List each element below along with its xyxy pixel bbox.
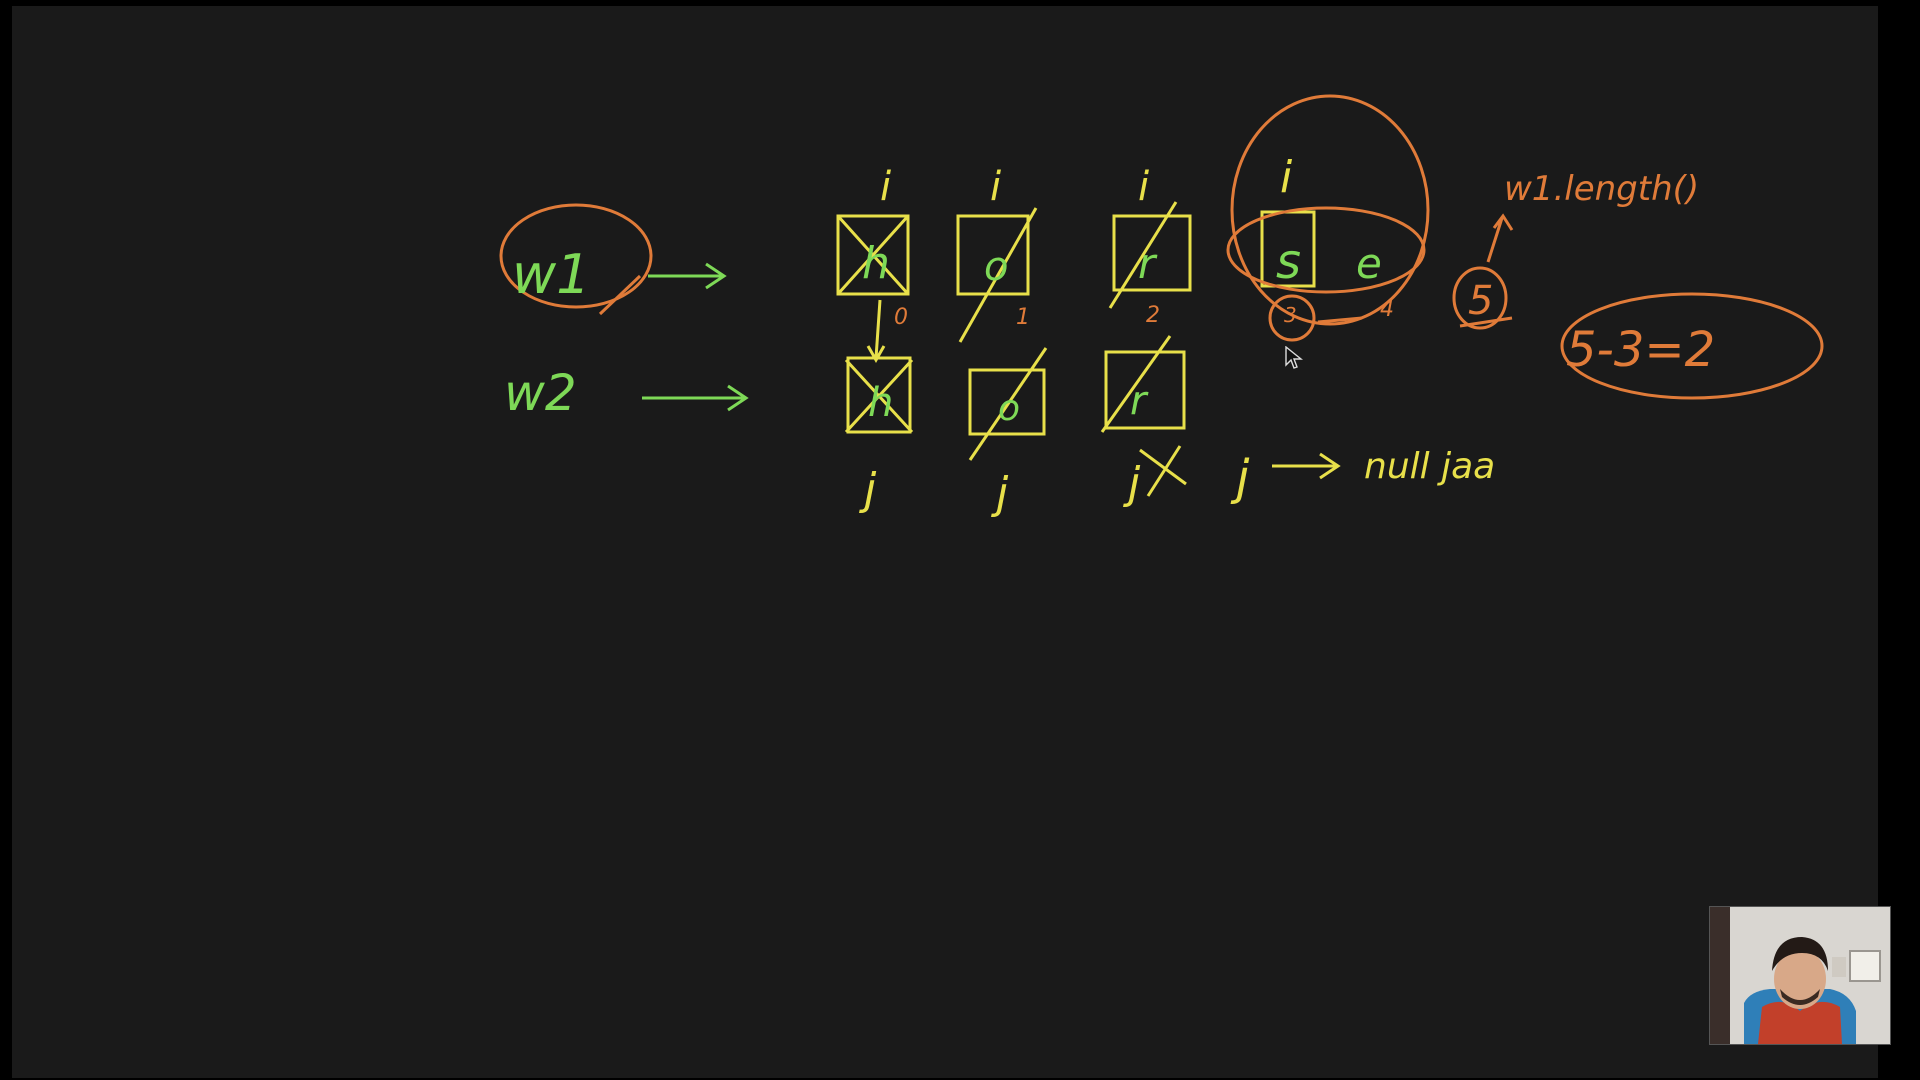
w1-letter-0: h [862, 238, 890, 289]
w2-arrow [642, 384, 749, 412]
w1-box-1 [956, 214, 1030, 296]
w1-circle-tail [598, 274, 642, 316]
j-pointer-3: j [1230, 450, 1250, 506]
w2-letter-1: o [998, 388, 1020, 429]
length-circle [1452, 266, 1508, 330]
length-value: 5 [1468, 278, 1493, 324]
presenter-video [1710, 907, 1890, 1044]
w1-letter-3: s [1276, 234, 1301, 290]
remaining-circle [1230, 94, 1430, 326]
w2-box-1 [968, 368, 1046, 436]
j-pointer-1: j [991, 468, 1009, 519]
w2-label: w2 [504, 364, 577, 422]
w1-label: w1 [512, 243, 591, 306]
i-pointer-2: i [1138, 164, 1149, 210]
w1-index-0: 0 [894, 305, 908, 330]
webcam-overlay [1709, 906, 1891, 1045]
w1-index-1: 1 [1016, 305, 1030, 330]
w2-letter-0: h [868, 380, 893, 426]
index-bracket [1317, 316, 1363, 324]
w1-circle [499, 203, 653, 309]
w1-box-2 [1112, 214, 1192, 292]
i-pointer-1: i [990, 164, 1001, 210]
length-arrow [1486, 213, 1514, 263]
difference-text: 5-3=2 [1566, 322, 1715, 378]
w2-boxes [846, 350, 1186, 436]
length-underline [1459, 316, 1513, 328]
length-note: w1.length() [1504, 169, 1699, 209]
j-pointer-0: j [859, 464, 877, 515]
remaining-chars-ellipse [1226, 206, 1426, 294]
w2-box-0 [846, 356, 912, 434]
w1-letter-4: e [1356, 239, 1382, 288]
w1-arrow [648, 262, 727, 290]
w1-boxes [836, 210, 1316, 296]
whiteboard-canvas[interactable] [12, 6, 1878, 1078]
w1-box-0 [836, 214, 910, 296]
j-pointer-2-strike [1139, 445, 1187, 497]
difference-circle [1560, 292, 1824, 400]
w2-box-2 [1104, 350, 1186, 430]
j-arrow-note: null jaa [1364, 446, 1495, 487]
w1-letter-2: r [1138, 239, 1158, 288]
w2-box-strikes [844, 299, 1172, 461]
i-pointer-0: i [880, 164, 891, 210]
mouse-pointer-icon [1285, 346, 1303, 369]
w2-letter-2: r [1130, 378, 1149, 424]
w1-index-4: 4 [1380, 297, 1394, 322]
i-pointer-3: i [1280, 152, 1293, 203]
j-pointer-2: j [1123, 458, 1141, 509]
w1-letter-1: o [984, 244, 1008, 290]
w1-box-strikes [836, 201, 1178, 343]
index-3-circle [1268, 294, 1316, 342]
j-arrow [1272, 452, 1341, 480]
w1-index-2: 2 [1146, 303, 1160, 328]
